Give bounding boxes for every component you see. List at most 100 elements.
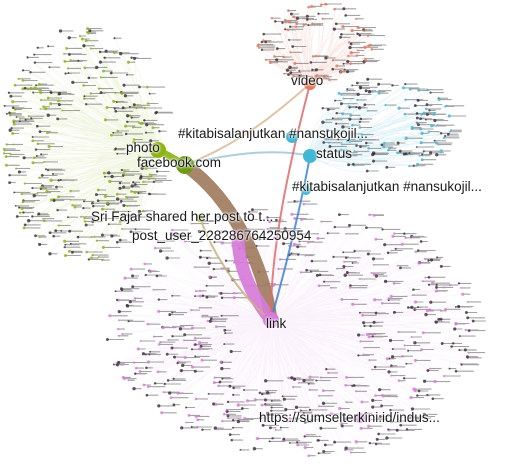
leaf-node xyxy=(56,99,60,103)
leaf-node xyxy=(341,125,345,129)
leaf-node xyxy=(412,387,416,391)
node-label-link[interactable]: link xyxy=(266,316,287,331)
leaf-node xyxy=(63,253,68,258)
leaf-node xyxy=(8,128,12,132)
leaf-node xyxy=(371,405,375,409)
leaf-node xyxy=(341,112,345,116)
leaf-node xyxy=(112,99,116,103)
leaf-node xyxy=(292,377,297,381)
leaf-node xyxy=(131,126,135,129)
node-postuser[interactable] xyxy=(234,232,242,240)
leaf-node xyxy=(369,324,372,328)
leaf-node xyxy=(416,416,420,420)
leaf-node xyxy=(358,311,361,314)
leaf-node xyxy=(101,245,105,249)
leaf-node xyxy=(355,17,358,20)
leaf-node xyxy=(117,334,120,337)
leaf-node xyxy=(54,229,58,233)
leaf-node xyxy=(355,106,358,108)
leaf-node xyxy=(372,263,375,266)
leaf-node xyxy=(276,60,279,63)
leaf-node xyxy=(38,130,42,134)
leaf-node xyxy=(20,206,24,211)
leaf-node xyxy=(119,52,123,56)
node-hashtag1[interactable] xyxy=(286,131,298,143)
leaf-node xyxy=(358,138,361,141)
leaf-node xyxy=(442,286,446,289)
node-label-shared-post[interactable]: Sri Fajar shared her post to t... xyxy=(91,209,274,224)
leaf-node xyxy=(267,219,272,224)
leaf-node xyxy=(282,437,286,441)
leaf-node xyxy=(39,91,43,95)
leaf-node xyxy=(359,426,363,430)
node-label-status[interactable]: status xyxy=(316,146,353,161)
leaf-node xyxy=(149,350,152,353)
leaf-node xyxy=(220,267,223,270)
leaf-node xyxy=(415,121,418,124)
leaf-node xyxy=(427,130,431,133)
leaf-node xyxy=(295,22,298,26)
node-label-post-user[interactable]: post_user_228286764250954 xyxy=(132,228,312,243)
node-sumsel[interactable] xyxy=(355,413,365,423)
leaf-node xyxy=(2,147,6,151)
leaf-node xyxy=(220,366,224,371)
node-label-facebook[interactable]: facebook.com xyxy=(137,155,222,170)
leaf-node xyxy=(40,185,44,189)
leaf-node xyxy=(346,89,349,92)
leaf-node xyxy=(171,294,174,297)
leaf-node xyxy=(85,103,88,106)
leaf-node xyxy=(282,55,286,59)
leaf-node xyxy=(401,86,405,90)
leaf-node xyxy=(220,241,224,245)
leaf-node xyxy=(146,385,150,389)
leaf-node xyxy=(145,366,148,370)
leaf-node xyxy=(140,166,144,170)
node-facebook[interactable] xyxy=(176,156,194,174)
leaf-node xyxy=(125,114,130,118)
leaf-node xyxy=(346,59,350,64)
leaf-node xyxy=(264,58,267,61)
node-link[interactable] xyxy=(263,312,279,328)
leaf-node xyxy=(67,36,71,40)
leaf-node xyxy=(367,44,371,48)
leaf-node xyxy=(115,363,119,367)
leaf-node xyxy=(69,59,72,62)
leaf-node xyxy=(307,382,310,385)
leaf-node xyxy=(403,112,407,116)
node-label-photo[interactable]: photo xyxy=(126,140,160,155)
node-shared[interactable] xyxy=(196,214,204,222)
video-cluster xyxy=(256,2,387,89)
leaf-node xyxy=(349,42,353,46)
node-video[interactable] xyxy=(304,78,316,90)
leaf-node xyxy=(342,97,345,100)
leaf-node xyxy=(260,403,264,407)
leaf-node xyxy=(124,124,128,128)
node-hashtag2[interactable] xyxy=(301,185,311,195)
leaf-node xyxy=(39,99,42,102)
node-label-video[interactable]: video xyxy=(291,73,324,88)
leaf-node xyxy=(439,317,443,321)
leaf-node xyxy=(275,47,279,50)
leaf-node xyxy=(355,81,359,85)
leaf-node xyxy=(97,87,101,90)
leaf-node xyxy=(206,319,210,323)
node-status[interactable] xyxy=(303,149,317,163)
node-label-hashtag-2[interactable]: #kitabisalanjutkan #nansukojil... xyxy=(292,179,482,194)
leaf-node xyxy=(349,284,352,287)
leaf-node xyxy=(335,64,339,68)
leaf-node xyxy=(147,160,151,163)
leaf-node xyxy=(345,401,347,404)
leaf-node xyxy=(18,211,22,214)
leaf-node xyxy=(15,116,18,118)
leaf-node xyxy=(450,345,453,348)
leaf-node xyxy=(257,46,261,49)
leaf-node xyxy=(73,205,77,209)
leaf-node xyxy=(122,185,126,189)
leaf-node xyxy=(310,4,314,8)
leaf-node xyxy=(92,204,95,208)
leaf-node xyxy=(320,220,323,223)
node-label-hashtag-1[interactable]: #kitabisalanjutkan #nansukojil... xyxy=(178,126,368,141)
node-photo[interactable] xyxy=(150,142,166,158)
node-label-sumsel-url[interactable]: https://sumselterkini.id/indus... xyxy=(259,410,440,425)
leaf-node xyxy=(417,89,421,92)
